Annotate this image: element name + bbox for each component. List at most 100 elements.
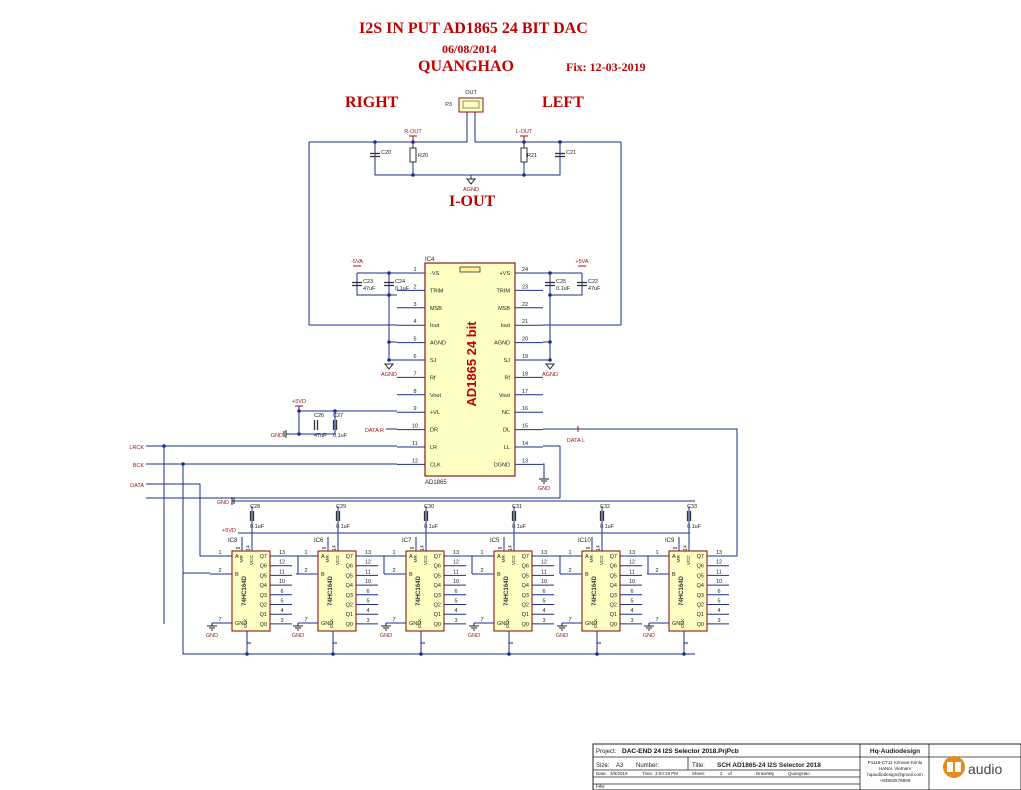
wire-r21 [470, 142, 525, 179]
sr-pin-name: Q6 [260, 564, 267, 570]
chip-notch-icon [459, 266, 481, 273]
sr-pin-name: CLK [680, 618, 686, 628]
ic-pin-number: 14 [522, 441, 528, 447]
sr-pin-number: 11 [716, 569, 722, 575]
junction-dot [333, 409, 337, 413]
capacitor-ref: C31 [512, 504, 522, 510]
wire-datal [543, 428, 738, 557]
sr-pin-name: B [235, 572, 239, 578]
tb-drawnby-label: DrawnBy [756, 771, 775, 776]
company-logo-icon [947, 762, 953, 772]
sr-pin-name: VCC [511, 554, 517, 565]
gnd-net-label: GND [217, 500, 229, 506]
sr-pin-number: 14 [596, 545, 602, 551]
sr-pin-number: 14 [332, 545, 338, 551]
wire-sr-chain [642, 555, 649, 575]
sr-pin-name: B [672, 572, 676, 578]
sr-pin-name: GND [235, 621, 247, 627]
ic-pin-number: 24 [522, 267, 528, 273]
company-logo-icon [943, 756, 965, 778]
sr-pin-number: 6 [717, 589, 720, 595]
ic-pin-number: 23 [522, 284, 528, 290]
datar-net-label: DATA R [365, 428, 384, 434]
gnd-net-label: GND [271, 433, 283, 439]
title-block: Project:DAC-END 24 I2S Selector 2018.Prj… [592, 743, 1021, 790]
junction-dot [522, 173, 526, 177]
capacitor-value: 0.1uF [512, 524, 527, 530]
ground-net-label: GND [643, 633, 655, 639]
sr-pin-name: MR [239, 554, 245, 562]
capacitor-value: 0.1uF [424, 524, 439, 530]
shift-register-body [668, 550, 708, 632]
sr-pin-name: Q3 [260, 593, 267, 599]
sr-pin-number: 12 [453, 560, 459, 566]
capacitor-ref: C20 [381, 150, 391, 156]
shift-register-part: 74HC164D [679, 575, 685, 605]
sheet-title: I2S IN PUT AD1865 24 BIT DAC [359, 20, 588, 37]
sr-pin-name: VCC [249, 554, 255, 565]
ic-pin-number: 1 [413, 267, 416, 273]
sr-pin-name: GND [585, 621, 597, 627]
tb-address-line: P1116-CT11 Kimvan-Kimlu [868, 760, 923, 765]
sr-pin-number: 5 [630, 599, 633, 605]
sr-pin-number: 1 [218, 550, 221, 556]
sr-pin-number: 6 [630, 589, 633, 595]
capacitor-ref: C24 [395, 279, 405, 285]
capacitor-value: 0.1uF [556, 286, 571, 292]
sr-pin-name: Q4 [697, 583, 704, 589]
shift-register-ref: IC6 [314, 538, 324, 544]
vd-net-label: +5VD [222, 528, 236, 534]
sr-pin-name: B [497, 572, 501, 578]
junction-dot [331, 652, 335, 656]
sr-pin-number: 10 [629, 579, 635, 585]
sr-pin-name: Q7 [346, 554, 353, 560]
agnd-net-label: AGND [463, 187, 479, 193]
ic-pin-number: 17 [522, 389, 528, 395]
ic-pin-number: 11 [412, 441, 418, 447]
tb-company: Hq-Audiodesign [870, 748, 920, 755]
ic-pin-number: 9 [413, 406, 416, 412]
sr-pin-number: 2 [304, 568, 307, 574]
capacitor-ref: C23 [363, 279, 373, 285]
sr-pin-name: Q2 [697, 603, 704, 609]
sr-pin-number: 12 [365, 560, 371, 566]
connector-label: OUT [465, 90, 477, 96]
junction-dot [548, 271, 552, 275]
shift-register-ref: IC10 [578, 538, 591, 544]
junction-dot [387, 358, 391, 362]
left-channel-label: LEFT [542, 94, 584, 111]
sr-pin-name: Q3 [697, 593, 704, 599]
ic-pin-name: +VS [499, 271, 510, 277]
wire-ll [146, 445, 561, 499]
sr-pin-number: 10 [279, 579, 285, 585]
tb-date-label: Date: [596, 771, 607, 776]
shift-register-body [317, 550, 357, 632]
dac-chip-label: AD1865 24 bit [464, 321, 479, 407]
sr-pin-number: 5 [454, 599, 457, 605]
sr-pin-number: 9 [586, 546, 592, 549]
ground-net-label: GND [292, 633, 304, 639]
ground-net-label: GND [468, 633, 480, 639]
ic-pin-number: 3 [413, 302, 416, 308]
ic-pin-name: Iout [430, 323, 440, 329]
sr-pin-name: CLK [329, 618, 335, 628]
sr-pin-name: CLK [417, 618, 423, 628]
sr-pin-number: 9 [410, 546, 416, 549]
analog-ground-icon [465, 178, 477, 185]
shift-register-ref: IC8 [228, 538, 238, 544]
ic-pin-name: LR [430, 445, 437, 451]
wire-sr-chain [292, 555, 299, 575]
sr-pin-number: 6 [366, 589, 369, 595]
sr-pin-number: 9 [236, 546, 242, 549]
ic-pin-name: AGND [494, 341, 510, 347]
sr-pin-name: MR [589, 554, 595, 562]
sr-pin-name: VCC [686, 554, 692, 565]
ic-pin-name: Iout [501, 323, 511, 329]
sr-pin-number: 6 [280, 589, 283, 595]
dac-chip-body [424, 262, 516, 477]
ic-pin-number: 2 [413, 284, 416, 290]
sr-pin-number: 1 [480, 550, 483, 556]
ic-pin-name: Vout [430, 393, 441, 399]
fix-date: Fix: 12-03-2019 [566, 60, 646, 74]
